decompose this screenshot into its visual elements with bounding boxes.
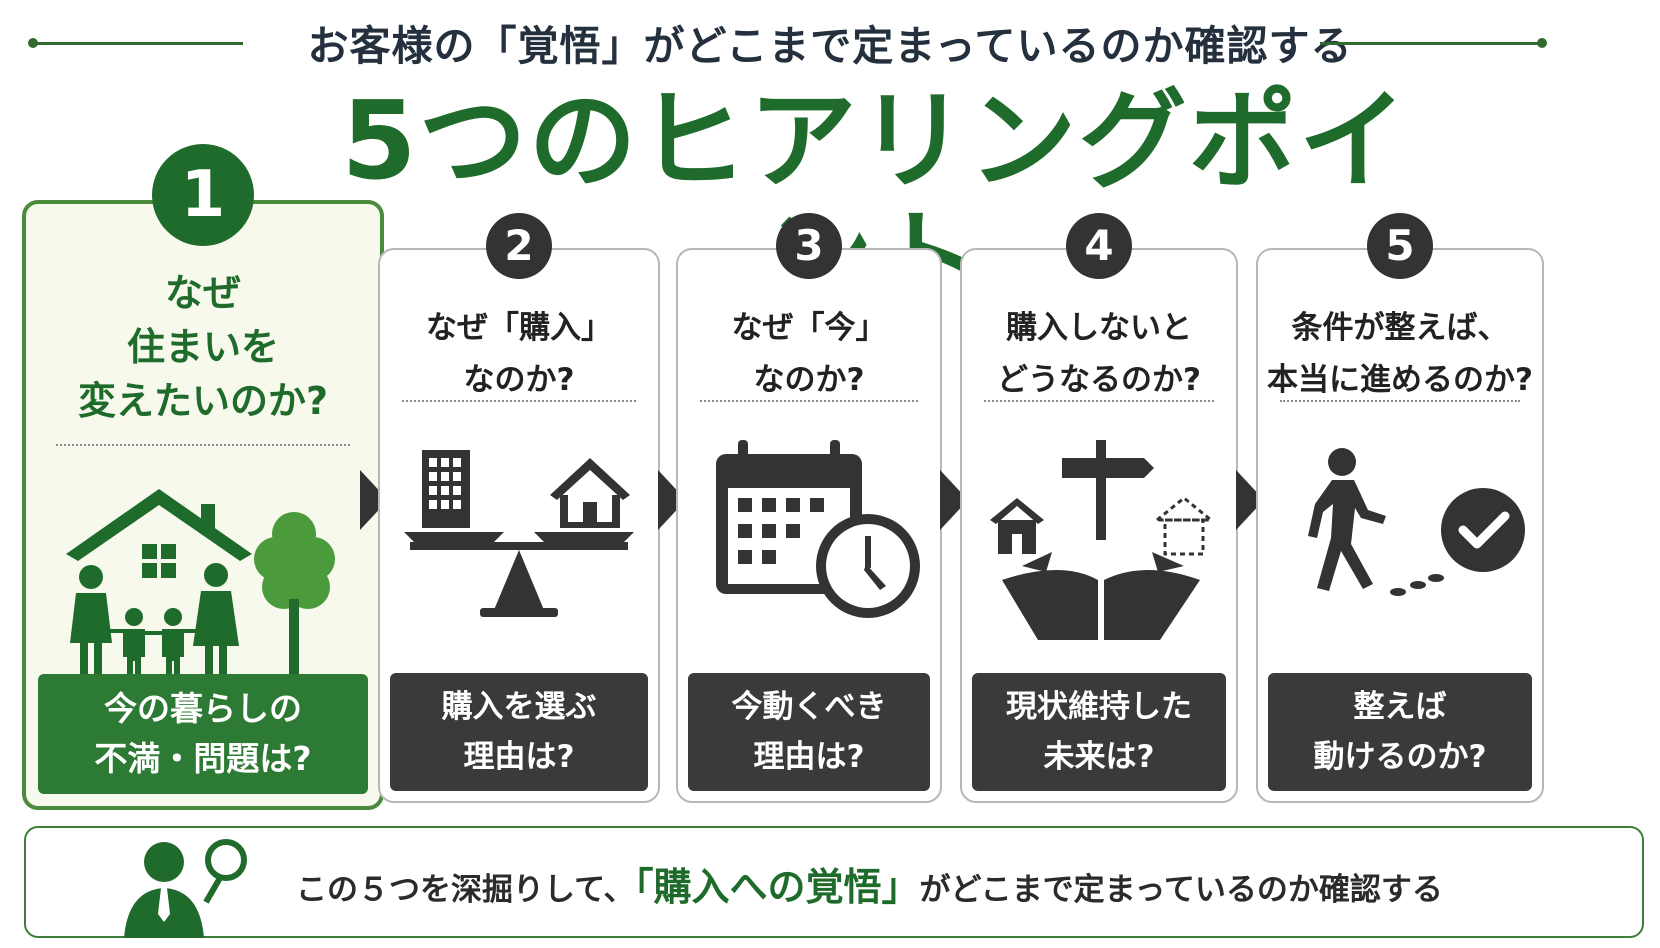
walking-person-check-icon bbox=[1258, 440, 1542, 680]
card-number-badge: 1 bbox=[152, 144, 254, 246]
hearing-card-1: 1 なぜ 住まいを 変えたいのか? bbox=[22, 144, 384, 810]
hearing-card-4: 4 購入しないと どうなるのか? 現状維持した 未 bbox=[960, 213, 1238, 803]
card-divider bbox=[1280, 400, 1520, 402]
businessman-magnifier-icon bbox=[106, 836, 276, 938]
balance-scale-buildings-icon bbox=[380, 440, 658, 680]
card-question: 条件が整えば、 本当に進めるのか? bbox=[1267, 310, 1533, 398]
card-number-badge: 4 bbox=[1066, 213, 1132, 279]
card-divider bbox=[700, 400, 918, 402]
card-question: なぜ 住まいを 変えたいのか? bbox=[77, 271, 329, 423]
card-divider bbox=[402, 400, 636, 402]
banner-suffix: がどこまで定まっているのか確認する bbox=[919, 872, 1443, 908]
header-rule-right bbox=[1320, 42, 1542, 45]
banner-emphasis: 「購入への覚悟」 bbox=[634, 865, 920, 909]
header-rule-dot-right bbox=[1537, 38, 1547, 48]
card-question: 購入しないと どうなるのか? bbox=[997, 310, 1201, 398]
card-question: なぜ「今」 なのか? bbox=[731, 310, 887, 398]
card-caption: 今の暮らしの 不満・問題は? bbox=[38, 674, 368, 794]
signpost-crossroads-icon bbox=[962, 440, 1236, 680]
banner-text: この５つを深掘りして、「購入への覚悟」がどこまで定まっているのか確認する bbox=[296, 856, 1443, 911]
hearing-card-3: 3 なぜ「今」 なのか? 今動くべき 理 bbox=[676, 213, 942, 803]
summary-banner: この５つを深掘りして、「購入への覚悟」がどこまで定まっているのか確認する bbox=[24, 826, 1644, 938]
house-family-tree-icon bbox=[26, 459, 380, 709]
page-subtitle: お客様の「覚悟」がどこまで定まっているのか確認する bbox=[307, 22, 1353, 70]
card-number-badge: 5 bbox=[1367, 213, 1433, 279]
card-caption: 購入を選ぶ 理由は? bbox=[390, 673, 648, 791]
calendar-clock-icon bbox=[678, 440, 940, 680]
card-question: なぜ「購入」 なのか? bbox=[426, 310, 612, 398]
hearing-card-5: 5 条件が整えば、 本当に進めるのか? 整えば 動けるのか? bbox=[1256, 213, 1544, 803]
header-rule-left bbox=[33, 42, 243, 45]
card-caption: 整えば 動けるのか? bbox=[1268, 673, 1532, 791]
hearing-card-2: 2 なぜ「購入」 なのか? bbox=[378, 213, 660, 803]
card-caption: 現状維持した 未来は? bbox=[972, 673, 1226, 791]
card-caption: 今動くべき 理由は? bbox=[688, 673, 930, 791]
card-number-badge: 2 bbox=[486, 213, 552, 279]
card-divider bbox=[56, 444, 350, 446]
banner-prefix: この５つを深掘りして、 bbox=[296, 872, 635, 908]
card-divider bbox=[984, 400, 1214, 402]
card-number-badge: 3 bbox=[776, 213, 842, 279]
